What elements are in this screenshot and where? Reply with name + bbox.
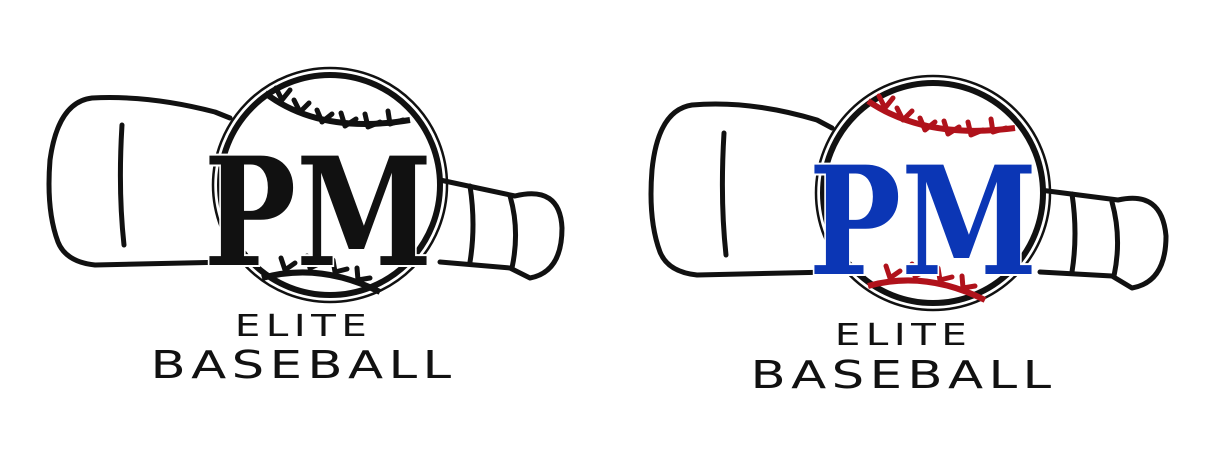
wordmark-baseball: BASEBALL xyxy=(150,343,457,387)
baseball-icon xyxy=(814,74,1052,312)
baseball-icon xyxy=(211,66,449,304)
logo-black: PM ELITE BASEBALL xyxy=(0,0,607,449)
baseball-bat-icon xyxy=(46,95,565,281)
wordmark-elite: ELITE xyxy=(834,318,973,353)
wordmark-baseball: BASEBALL xyxy=(750,353,1057,397)
logo-color-graphic: PM xyxy=(648,74,1169,312)
monogram: PM xyxy=(204,125,433,301)
logo-black-graphic: PM xyxy=(46,66,565,304)
logo-color: PM ELITE BASEBALL xyxy=(600,0,1207,449)
monogram: PM xyxy=(809,134,1038,310)
baseball-bat-icon xyxy=(648,101,1169,291)
wordmark-elite: ELITE xyxy=(234,309,373,344)
